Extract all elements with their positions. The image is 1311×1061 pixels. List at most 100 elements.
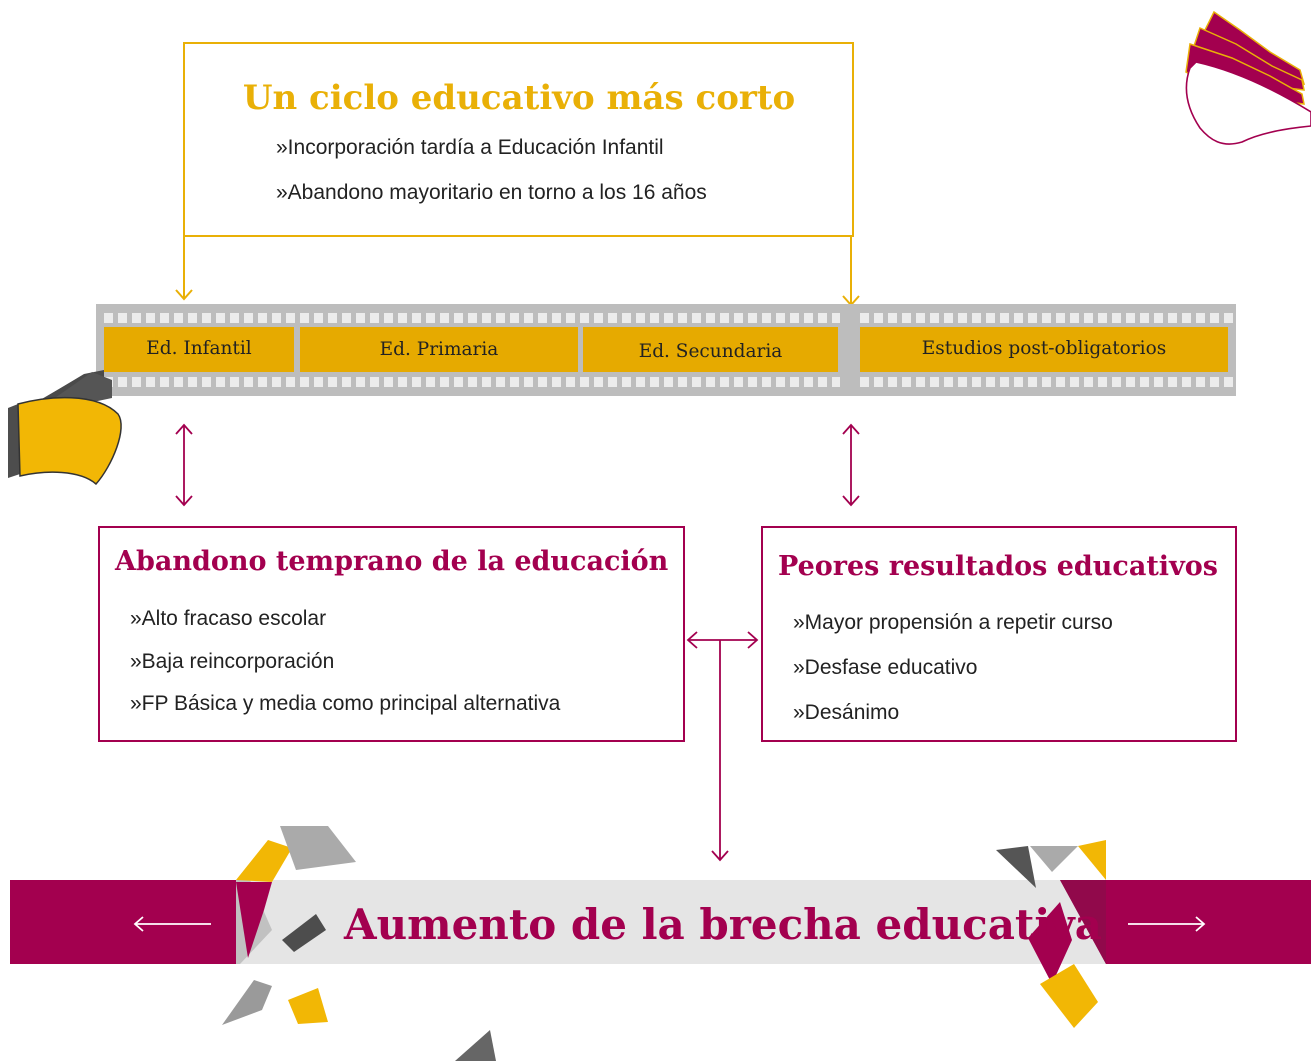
- right-box-item: »Desánimo: [793, 701, 900, 724]
- film-perforation: [804, 313, 813, 323]
- right-box-frame: [761, 526, 1237, 742]
- film-perforation: [300, 377, 309, 387]
- film-perforation: [1084, 377, 1093, 387]
- film-perforation: [636, 313, 645, 323]
- film-perforation: [174, 313, 183, 323]
- film-perforation: [1154, 313, 1163, 323]
- right-box-item: »Mayor propensión a repetir curso: [793, 611, 1113, 634]
- film-perforation: [1112, 313, 1121, 323]
- film-perforation: [986, 313, 995, 323]
- film-perforation: [860, 377, 869, 387]
- film-perforation: [1084, 313, 1093, 323]
- stage-bar-secundaria: [583, 327, 838, 372]
- film-perforation: [188, 313, 197, 323]
- left-box-title: Abandono temprano de la educación: [115, 546, 669, 577]
- film-perforation: [678, 377, 687, 387]
- film-perforation: [1210, 313, 1219, 323]
- film-perforation: [818, 313, 827, 323]
- film-perforation: [636, 377, 645, 387]
- double-arrow-middle: [686, 631, 759, 862]
- film-perforation: [874, 313, 883, 323]
- film-perforation: [930, 377, 939, 387]
- banner-arrow-left: [133, 916, 211, 932]
- film-perforation: [384, 313, 393, 323]
- top-box-frame: [183, 42, 854, 237]
- film-perforation: [202, 377, 211, 387]
- film-perforation: [468, 313, 477, 323]
- film-perforation: [258, 377, 267, 387]
- banner-arrow-right: [1128, 916, 1206, 932]
- film-perforation: [622, 377, 631, 387]
- film-perforation: [594, 313, 603, 323]
- film-perforation: [230, 377, 239, 387]
- film-perforation: [1056, 313, 1065, 323]
- film-perforation: [902, 313, 911, 323]
- stage-bar-post: [860, 327, 1228, 372]
- film-perforation: [692, 313, 701, 323]
- film-perforation: [118, 377, 127, 387]
- film-perforation: [650, 377, 659, 387]
- film-perforation: [776, 377, 785, 387]
- film-perforation: [734, 313, 743, 323]
- film-perforation: [664, 377, 673, 387]
- film-perforation: [790, 377, 799, 387]
- film-perforation: [1168, 377, 1177, 387]
- film-perforation: [1000, 377, 1009, 387]
- film-perforation: [398, 377, 407, 387]
- film-perforation: [510, 313, 519, 323]
- film-perforation: [748, 377, 757, 387]
- film-perforation: [524, 313, 533, 323]
- film-perforation: [1196, 313, 1205, 323]
- film-perforation: [1154, 377, 1163, 387]
- film-perforation: [958, 377, 967, 387]
- film-perforation: [1098, 377, 1107, 387]
- film-perforation: [888, 377, 897, 387]
- film-perforation: [454, 313, 463, 323]
- film-perforation: [426, 313, 435, 323]
- film-perforation: [188, 377, 197, 387]
- film-perforation: [1014, 313, 1023, 323]
- film-perforation: [734, 377, 743, 387]
- film-perforation: [328, 377, 337, 387]
- film-perforation: [944, 313, 953, 323]
- film-perforation: [748, 313, 757, 323]
- film-perforation: [398, 313, 407, 323]
- film-perforation: [1168, 313, 1177, 323]
- film-perforation: [874, 377, 883, 387]
- film-perforation: [552, 313, 561, 323]
- top-box-item: »Abandono mayoritario en torno a los 16 …: [276, 181, 707, 204]
- film-perforation: [482, 377, 491, 387]
- double-arrow-right: [842, 423, 860, 507]
- film-perforation: [440, 313, 449, 323]
- film-perforation: [818, 377, 827, 387]
- film-perforation: [510, 377, 519, 387]
- film-perforation: [328, 313, 337, 323]
- book-left-icon: [8, 370, 122, 486]
- film-perforation: [132, 377, 141, 387]
- film-perforation: [1070, 313, 1079, 323]
- film-perforation: [958, 313, 967, 323]
- film-perforation: [1042, 377, 1051, 387]
- film-perforation: [790, 313, 799, 323]
- film-perforation: [244, 313, 253, 323]
- film-perforation: [230, 313, 239, 323]
- film-perforation: [804, 377, 813, 387]
- film-perforation: [832, 377, 841, 387]
- film-perforation: [1042, 313, 1051, 323]
- film-perforation: [972, 377, 981, 387]
- film-perforation: [860, 313, 869, 323]
- film-perforation: [300, 313, 309, 323]
- film-perforation: [552, 377, 561, 387]
- film-perforation: [370, 313, 379, 323]
- right-box-item: »Desfase educativo: [793, 656, 978, 679]
- film-perforation: [916, 377, 925, 387]
- left-box-item: »Alto fracaso escolar: [130, 607, 327, 630]
- film-perforation: [1196, 377, 1205, 387]
- film-perforation: [496, 377, 505, 387]
- film-perforation: [160, 377, 169, 387]
- top-box-title: Un ciclo educativo más corto: [242, 78, 796, 118]
- top-box-item: »Incorporación tardía a Educación Infant…: [276, 136, 664, 159]
- film-perforation: [1224, 377, 1233, 387]
- film-perforation: [1028, 313, 1037, 323]
